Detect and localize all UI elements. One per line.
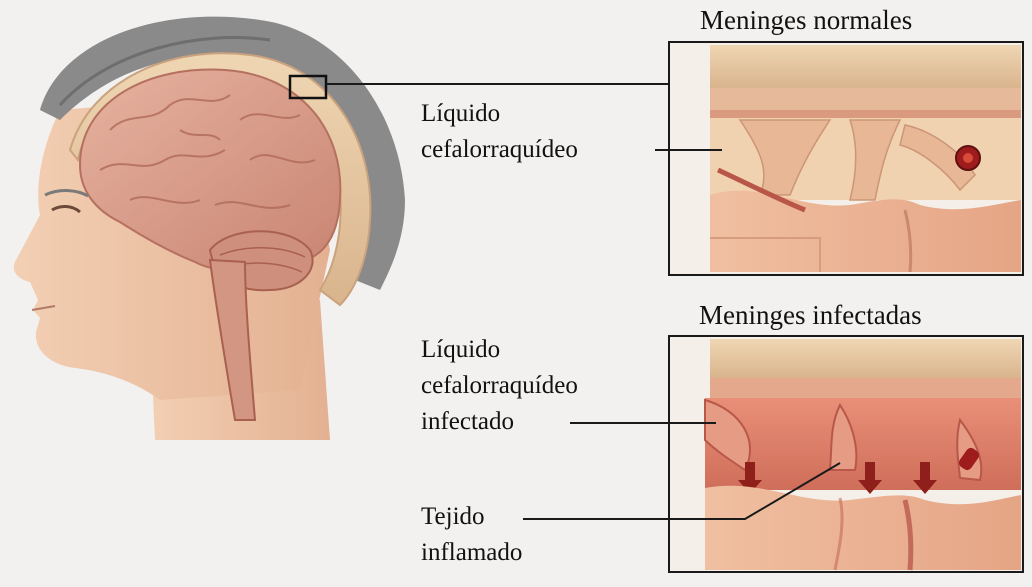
- infected-csf-label-line3: infectado: [421, 408, 515, 435]
- brain: [78, 68, 342, 271]
- normal-meninges-panel: [668, 41, 1024, 276]
- infected-meninges-panel: [668, 335, 1024, 573]
- infected-csf-label-line1: Líquido: [421, 336, 501, 363]
- zoom-box: [288, 74, 328, 100]
- csf-label-line2: cefalorraquídeo: [421, 136, 578, 163]
- eye: [51, 205, 81, 214]
- tissue-label-line2: inflamado: [421, 539, 523, 566]
- tissue-pointer: [523, 462, 841, 520]
- infected-meninges-title: Meninges infectadas: [699, 300, 922, 330]
- normal-meninges-title: Meninges normales: [700, 5, 913, 35]
- tissue-label-line1: Tejido: [421, 503, 485, 530]
- infected-csf-label-line2: cefalorraquídeo: [421, 372, 578, 399]
- spinal-cord: [208, 258, 257, 421]
- infected-vessel: [958, 447, 980, 471]
- csf-label-line1: Líquido: [421, 100, 501, 127]
- head-cross-section: [13, 16, 405, 440]
